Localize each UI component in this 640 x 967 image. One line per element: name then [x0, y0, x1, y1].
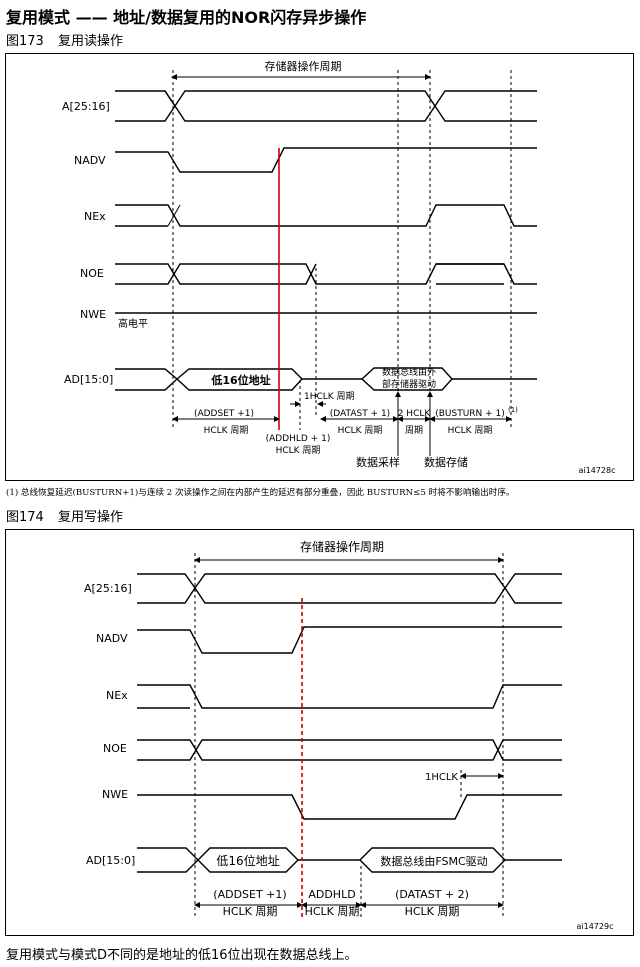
w-datast-label: (DATAST + 2): [395, 888, 469, 901]
read-diagram-footnote: (1) 总线恢复延迟(BUSTURN+1)与连续 2 次读操作之间在内部产生的延…: [6, 488, 515, 498]
signal-nwe-label: NWE: [80, 308, 106, 321]
data-sample-label: 数据采样: [356, 455, 400, 469]
a-bus-left: [115, 90, 176, 122]
busturn-label: (BUSTURN + 1): [435, 409, 505, 419]
busturn-note: (1): [508, 406, 518, 414]
read-timing-diagram-frame: [5, 53, 634, 481]
write-diagram-labels: 存储器操作周期 A[25:16] NADV NEx NOE NWE AD[15:…: [84, 539, 613, 931]
datast-unit: HCLK 周期: [338, 425, 383, 436]
addhld-label: (ADDHLD + 1): [266, 434, 331, 444]
figure-title: 复用读操作: [58, 34, 124, 49]
data-phase-label-1: 数据总线由外: [382, 366, 436, 378]
w-signal-a-label: A[25:16]: [84, 582, 132, 595]
signal-nex-label: NEx: [84, 210, 106, 223]
w-address-phase-label: 低16位地址: [216, 853, 279, 868]
w-memory-cycle-label: 存储器操作周期: [300, 539, 384, 554]
w-hclk-note: 1HCLK: [425, 772, 458, 783]
a-bus-bottom: [174, 104, 537, 122]
figure-173-caption: 图173 复用读操作: [6, 30, 123, 49]
write-timing-diagram-frame: [5, 529, 634, 936]
nex-waveform-high: [115, 204, 537, 227]
signal-nadv-label: NADV: [74, 154, 106, 167]
data-phase-label-2: 部存储器驱动: [382, 378, 436, 390]
addset-unit: HCLK 周期: [204, 425, 249, 436]
w-addset-label: (ADDSET +1): [213, 888, 286, 901]
w-nex-waveform: [137, 684, 562, 709]
w-addset-unit: HCLK 周期: [223, 905, 278, 918]
figure-number: 图174: [6, 510, 44, 525]
w-signal-nex-label: NEx: [106, 689, 128, 702]
w-noe-waveform: [137, 739, 562, 761]
read-guides: [172, 70, 512, 430]
w-signal-noe-label: NOE: [103, 742, 127, 755]
figure-174-caption: 图174 复用写操作: [6, 506, 123, 525]
figure-title: 复用写操作: [58, 510, 124, 525]
busturn-unit: HCLK 周期: [448, 425, 493, 436]
w-a-bus-top: [194, 573, 562, 590]
w-nadv-waveform: [137, 626, 562, 654]
addhld-unit: HCLK 周期: [276, 445, 321, 456]
signal-noe-label: NOE: [80, 267, 104, 280]
w-nwe-waveform: [137, 794, 562, 820]
nwe-level-label: 高电平: [118, 317, 148, 330]
summary-text: 复用模式与模式D不同的是地址的低16位出现在数据总线上。: [6, 948, 358, 963]
figure-id-label: ai14728c: [579, 466, 616, 475]
write-guides: [194, 553, 504, 918]
noe-waveform: [115, 263, 537, 285]
w-addhld-unit: HCLK 周期: [305, 905, 360, 918]
read-diagram-labels: 存储器操作周期 A[25:16] NADV NEx NOE NWE 高电平 AD…: [62, 59, 615, 475]
signal-ad-label: AD[15:0]: [64, 373, 113, 386]
figure-number: 图173: [6, 34, 44, 49]
w-addhld-label: ADDHLD: [308, 888, 355, 901]
address-phase-label: 低16位地址: [210, 373, 270, 387]
datast-label: (DATAST + 1): [330, 409, 390, 419]
a-bus-top: [174, 90, 537, 108]
write-diagram: [137, 553, 562, 918]
w-signal-ad-label: AD[15:0]: [86, 854, 135, 867]
section-heading: 复用模式 —— 地址/数据复用的NOR闪存异步操作: [6, 8, 367, 27]
w-signal-nadv-label: NADV: [96, 632, 128, 645]
read-diagram: [115, 70, 537, 456]
w-signal-nwe-label: NWE: [102, 788, 128, 801]
nadv-waveform: [115, 147, 537, 173]
signal-a-label: A[25:16]: [62, 100, 110, 113]
hclk-note: 1HCLK 周期: [304, 391, 355, 402]
data-store-label: 数据存储: [424, 455, 468, 469]
two-hclk-label: 2 HCLK: [398, 409, 432, 419]
w-data-phase-label: 数据总线由FSMC驱动: [380, 854, 487, 868]
memory-cycle-label: 存储器操作周期: [265, 59, 342, 73]
w-figure-id-label: ai14729c: [577, 922, 614, 931]
addset-label: (ADDSET +1): [194, 409, 254, 419]
w-a-bus-bottom: [194, 586, 562, 604]
two-hclk-unit: 周期: [405, 425, 423, 436]
w-datast-unit: HCLK 周期: [405, 905, 460, 918]
